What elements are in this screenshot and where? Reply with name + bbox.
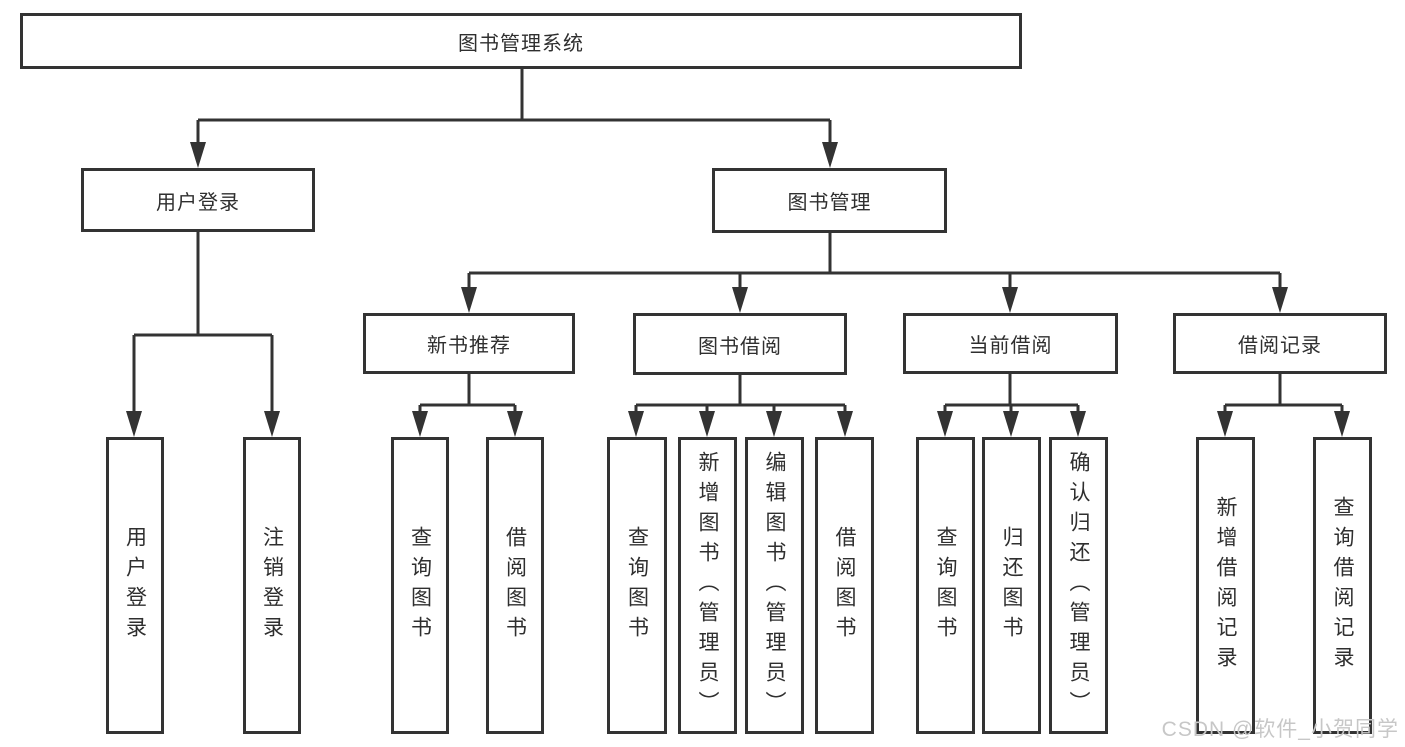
arrowhead-icon (628, 411, 644, 437)
leaf-user-login-label: 用户登录 (123, 525, 147, 646)
arrowhead-icon (822, 142, 838, 168)
leaf-confirm-return-admin-label: 确认归还（管理员） (1067, 450, 1090, 721)
node-user-login-label: 用户登录 (156, 191, 240, 214)
arrowhead-icon (699, 411, 715, 437)
leaf-borrow-books: 借阅图书 (815, 437, 874, 734)
node-root-label: 图书管理系统 (458, 32, 584, 55)
leaf-query-borrow-record-label: 查询借阅记录 (1331, 495, 1354, 676)
leaf-logout-label: 注销登录 (260, 525, 284, 646)
leaf-add-borrow-record-label: 新增借阅记录 (1214, 495, 1237, 676)
arrowhead-icon (1002, 287, 1018, 313)
node-new-book-recommendation-label: 新书推荐 (427, 335, 511, 357)
arrowhead-icon (461, 287, 477, 313)
arrowhead-icon (732, 287, 748, 313)
node-new-book-recommendation: 新书推荐 (363, 313, 575, 374)
node-book-management: 图书管理 (712, 168, 947, 233)
node-book-borrowing-label: 图书借阅 (698, 335, 782, 358)
arrowhead-icon (412, 411, 428, 437)
node-current-borrowing: 当前借阅 (903, 313, 1118, 374)
leaf-add-borrow-record: 新增借阅记录 (1196, 437, 1255, 734)
arrowhead-icon (126, 411, 142, 437)
arrowhead-icon (1334, 411, 1350, 437)
arrowhead-icon (1003, 411, 1019, 437)
leaf-return-books-label: 归还图书 (1000, 525, 1023, 646)
arrowhead-icon (1217, 411, 1233, 437)
node-borrowing-records-label: 借阅记录 (1238, 335, 1322, 357)
leaf-return-books: 归还图书 (982, 437, 1041, 734)
leaf-query-borrow-record: 查询借阅记录 (1313, 437, 1372, 734)
node-user-login: 用户登录 (81, 168, 315, 232)
leaf-query-books-borrowing: 查询图书 (607, 437, 667, 734)
leaf-add-books-admin-label: 新增图书（管理员） (696, 450, 719, 721)
leaf-borrow-books-recommend-label: 借阅图书 (503, 525, 527, 646)
node-book-borrowing: 图书借阅 (633, 313, 847, 375)
arrowhead-icon (507, 411, 523, 437)
node-borrowing-records: 借阅记录 (1173, 313, 1387, 374)
leaf-user-login: 用户登录 (106, 437, 164, 734)
node-current-borrowing-label: 当前借阅 (968, 335, 1053, 357)
leaf-edit-books-admin-label: 编辑图书（管理员） (763, 450, 786, 721)
leaf-borrow-books-label: 借阅图书 (833, 525, 856, 646)
leaf-logout: 注销登录 (243, 437, 301, 734)
leaf-query-books-recommend: 查询图书 (391, 437, 449, 734)
leaf-edit-books-admin: 编辑图书（管理员） (745, 437, 804, 734)
csdn-watermark: CSDN @软件_小贺同学 (1161, 718, 1399, 741)
arrowhead-icon (264, 411, 280, 437)
arrowhead-icon (766, 411, 782, 437)
leaf-query-books-current: 查询图书 (916, 437, 975, 734)
leaf-query-books-recommend-label: 查询图书 (408, 525, 432, 646)
leaf-borrow-books-recommend: 借阅图书 (486, 437, 544, 734)
leaf-confirm-return-admin: 确认归还（管理员） (1049, 437, 1108, 734)
arrowhead-icon (937, 411, 953, 437)
node-book-management-label: 图书管理 (787, 192, 872, 214)
leaf-query-books-borrowing-label: 查询图书 (625, 525, 649, 646)
arrowhead-icon (190, 142, 206, 168)
arrowhead-icon (837, 411, 853, 437)
arrowhead-icon (1070, 411, 1086, 437)
leaf-add-books-admin: 新增图书（管理员） (678, 437, 737, 734)
node-root: 图书管理系统 (20, 13, 1022, 69)
leaf-query-books-current-label: 查询图书 (934, 525, 957, 646)
arrowhead-icon (1272, 287, 1288, 313)
